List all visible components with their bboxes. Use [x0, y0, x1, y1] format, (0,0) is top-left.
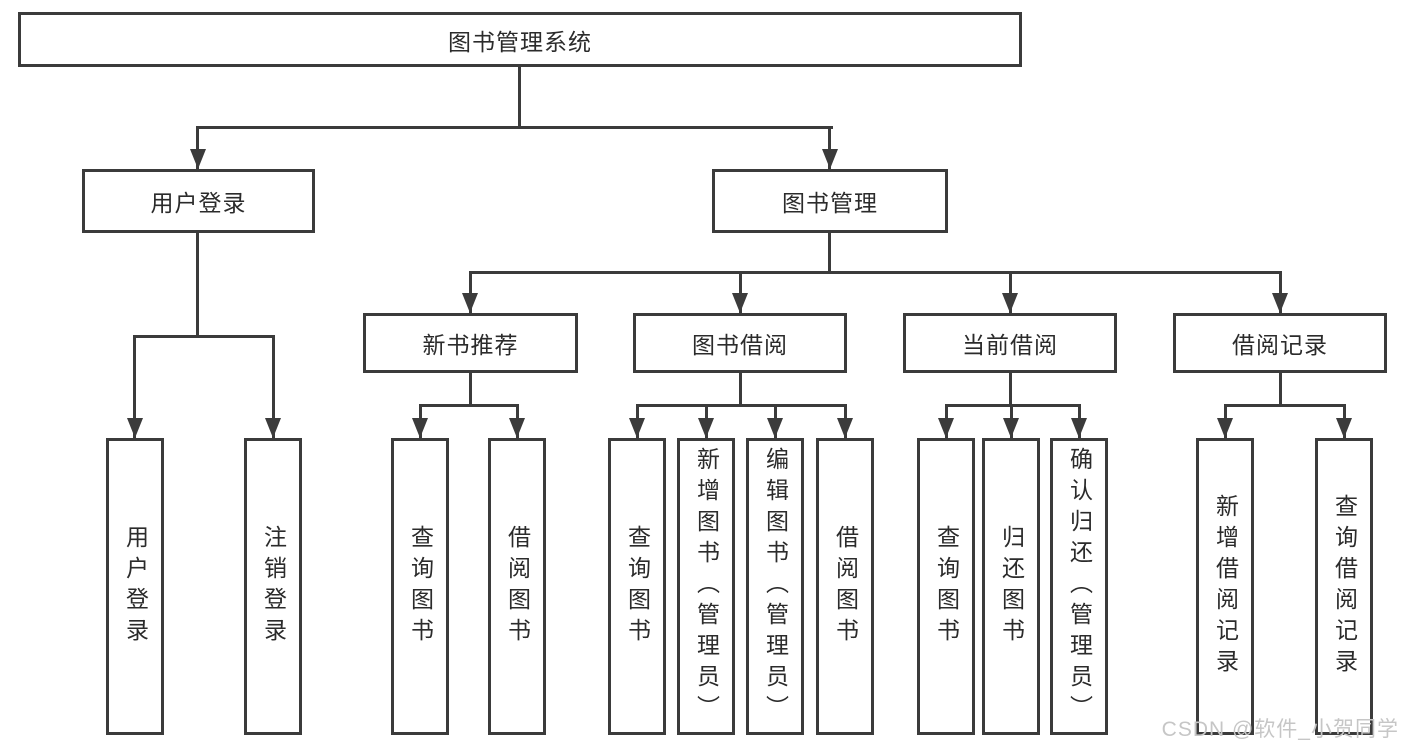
node-label: 归还图书 [998, 524, 1025, 649]
leaf-query-books-recommend: 查询图书 [391, 438, 449, 735]
connector-vline [1279, 373, 1282, 407]
node-borrow-records: 借阅记录 [1173, 313, 1387, 373]
connector-vline [828, 233, 831, 274]
leaf-add-book-admin: 新增图书（管理员） [677, 438, 735, 735]
arrow-down-icon [767, 418, 783, 438]
leaf-query-books-current: 查询图书 [917, 438, 975, 735]
node-label: 新增图书（管理员） [693, 447, 720, 726]
node-label: 新书推荐 [422, 332, 519, 358]
arrow-down-icon [509, 418, 525, 438]
connector-vline [739, 373, 742, 407]
node-label: 用户登录 [150, 190, 247, 216]
connector-vline [196, 126, 199, 169]
connector-vline [133, 335, 136, 438]
leaf-query-books-borrow: 查询图书 [608, 438, 666, 735]
node-label: 确认归还（管理员） [1066, 447, 1093, 726]
node-label: 查询借阅记录 [1331, 493, 1358, 680]
arrow-down-icon [412, 418, 428, 438]
arrow-down-icon [1003, 418, 1019, 438]
leaf-confirm-return-admin: 确认归还（管理员） [1050, 438, 1108, 735]
arrow-down-icon [822, 149, 838, 169]
arrow-down-icon [938, 418, 954, 438]
arrow-down-icon [1336, 418, 1352, 438]
leaf-borrow-books-recommend: 借阅图书 [488, 438, 546, 735]
leaf-borrow-books-borrow: 借阅图书 [816, 438, 874, 735]
connector-hline [196, 126, 833, 129]
connector-hline [945, 404, 1081, 407]
connector-vline [196, 233, 199, 338]
connector-vline [1279, 271, 1282, 313]
connector-vline [1009, 271, 1012, 313]
arrow-down-icon [629, 418, 645, 438]
connector-vline [469, 373, 472, 407]
leaf-return-book: 归还图书 [982, 438, 1040, 735]
leaf-edit-book-admin: 编辑图书（管理员） [746, 438, 804, 735]
arrow-down-icon [837, 418, 853, 438]
leaf-user-login: 用户登录 [106, 438, 164, 735]
node-current-borrow: 当前借阅 [903, 313, 1117, 373]
node-label: 新增借阅记录 [1212, 493, 1239, 680]
arrow-down-icon [1272, 293, 1288, 313]
arrow-down-icon [1071, 418, 1087, 438]
arrow-down-icon [265, 418, 281, 438]
arrow-down-icon [1002, 293, 1018, 313]
connector-hline [636, 404, 847, 407]
watermark: CSDN @软件_小贺同学 [1161, 718, 1399, 741]
leaf-add-borrow-record: 新增借阅记录 [1196, 438, 1254, 735]
connector-vline [1009, 373, 1012, 407]
node-library-system: 图书管理系统 [18, 12, 1022, 67]
connector-vline [828, 126, 831, 169]
node-label: 图书管理系统 [448, 28, 592, 55]
connector-hline [469, 271, 1282, 274]
connector-hline [133, 335, 275, 338]
node-label: 借阅图书 [504, 524, 531, 649]
node-book-borrow: 图书借阅 [633, 313, 847, 373]
arrow-down-icon [190, 149, 206, 169]
arrow-down-icon [1217, 418, 1233, 438]
node-label: 查询图书 [933, 524, 960, 649]
node-label: 用户登录 [122, 524, 149, 649]
node-label: 当前借阅 [962, 332, 1058, 358]
connector-vline [272, 335, 275, 438]
node-book-management: 图书管理 [712, 169, 948, 233]
connector-vline [518, 67, 521, 129]
node-label: 查询图书 [624, 524, 651, 649]
node-user-login: 用户登录 [82, 169, 315, 233]
connector-hline [1224, 404, 1346, 407]
arrow-down-icon [732, 293, 748, 313]
node-label: 查询图书 [407, 524, 434, 649]
connector-vline [739, 271, 742, 313]
node-label: 借阅图书 [832, 524, 859, 649]
arrow-down-icon [698, 418, 714, 438]
connector-vline [469, 271, 472, 313]
leaf-logout-login: 注销登录 [244, 438, 302, 735]
node-label: 图书管理 [782, 190, 878, 216]
connector-hline [419, 404, 519, 407]
leaf-query-borrow-record: 查询借阅记录 [1315, 438, 1373, 735]
arrow-down-icon [462, 293, 478, 313]
arrow-down-icon [127, 418, 143, 438]
node-label: 注销登录 [260, 524, 287, 649]
node-label: 图书借阅 [692, 332, 788, 358]
node-label: 编辑图书（管理员） [762, 447, 789, 726]
node-new-book-recommend: 新书推荐 [363, 313, 578, 373]
node-label: 借阅记录 [1232, 332, 1328, 358]
